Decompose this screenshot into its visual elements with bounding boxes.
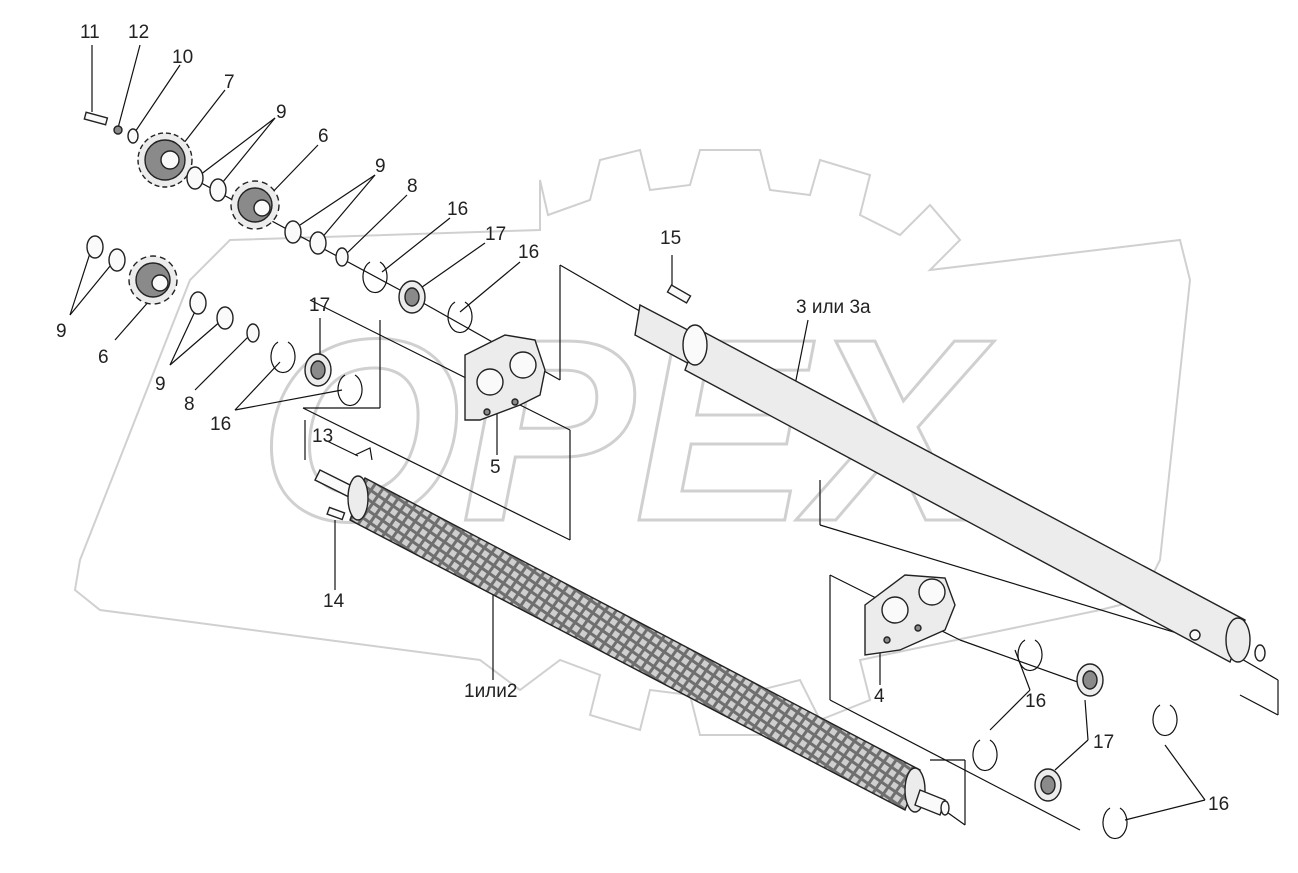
circlip-16e bbox=[1017, 639, 1043, 672]
label-8-a: 8 bbox=[407, 176, 418, 197]
label-16-a: 16 bbox=[447, 199, 468, 220]
bearing-17d bbox=[1034, 768, 1062, 802]
washer-9h bbox=[216, 306, 234, 330]
circlip-16c bbox=[270, 341, 296, 374]
circlip-16d bbox=[337, 374, 363, 407]
circlip-16h bbox=[1102, 807, 1128, 840]
circlip-16f bbox=[1152, 704, 1178, 737]
circlip-16b bbox=[447, 301, 473, 334]
pin-13 bbox=[354, 447, 373, 461]
key-15 bbox=[666, 284, 692, 304]
washer-9f bbox=[108, 248, 126, 272]
label-17-b: 17 bbox=[309, 295, 330, 316]
washer-9e bbox=[86, 235, 104, 259]
label-17-c: 17 bbox=[1093, 732, 1114, 753]
gear-6a bbox=[230, 180, 280, 230]
label-17-a: 17 bbox=[485, 224, 506, 245]
label-9-b: 9 bbox=[375, 156, 386, 177]
label-9-a: 9 bbox=[276, 102, 287, 123]
label-13: 13 bbox=[312, 426, 333, 447]
camshaft-3 bbox=[634, 284, 1266, 664]
label-16-d: 16 bbox=[1025, 691, 1046, 712]
label-10: 10 bbox=[172, 47, 193, 68]
lock-washer-12 bbox=[113, 125, 123, 135]
label-14: 14 bbox=[323, 591, 345, 612]
label-9-c: 9 bbox=[56, 321, 67, 342]
label-12: 12 bbox=[128, 22, 149, 43]
spacer-8a bbox=[335, 247, 349, 267]
right-side-parts bbox=[972, 639, 1178, 840]
label-11: 11 bbox=[80, 22, 100, 43]
label-1: 1или2 bbox=[464, 681, 517, 702]
bracket-4 bbox=[864, 574, 956, 656]
label-6-b: 6 bbox=[98, 347, 109, 368]
label-5: 5 bbox=[490, 457, 501, 478]
circlip-16g bbox=[972, 739, 998, 772]
washer-9a bbox=[186, 166, 204, 190]
label-4: 4 bbox=[874, 686, 885, 707]
label-7: 7 bbox=[224, 72, 235, 93]
washer-9d bbox=[309, 231, 327, 255]
upper-gear-stack bbox=[83, 111, 473, 334]
part-labels: 11 12 10 7 9 6 9 8 16 17 16 15 3 или 3а … bbox=[56, 22, 1229, 815]
label-16-b: 16 bbox=[518, 242, 539, 263]
bracket-5 bbox=[464, 334, 546, 421]
sprocket-7 bbox=[137, 132, 193, 188]
label-15: 15 bbox=[660, 228, 681, 249]
label-16-e: 16 bbox=[1208, 794, 1229, 815]
bearing-17a bbox=[398, 280, 426, 314]
gear-6b bbox=[128, 255, 178, 305]
lower-gear-stack bbox=[86, 235, 363, 407]
knurled-roller-1 bbox=[314, 447, 950, 816]
label-6-a: 6 bbox=[318, 126, 329, 147]
label-16-c: 16 bbox=[210, 414, 231, 435]
bearing-17b bbox=[304, 353, 332, 387]
spacer-8b bbox=[246, 323, 260, 343]
washer-9b bbox=[209, 178, 227, 202]
washer-10 bbox=[127, 128, 139, 144]
circlip-16a bbox=[362, 261, 388, 294]
key-14 bbox=[326, 506, 346, 521]
label-3: 3 или 3а bbox=[796, 297, 871, 318]
washer-9c bbox=[284, 220, 302, 244]
washer-9g bbox=[189, 291, 207, 315]
label-9-d: 9 bbox=[155, 374, 166, 395]
bolt-11 bbox=[83, 111, 109, 126]
label-8-b: 8 bbox=[184, 394, 195, 415]
bearing-17c bbox=[1076, 663, 1104, 697]
